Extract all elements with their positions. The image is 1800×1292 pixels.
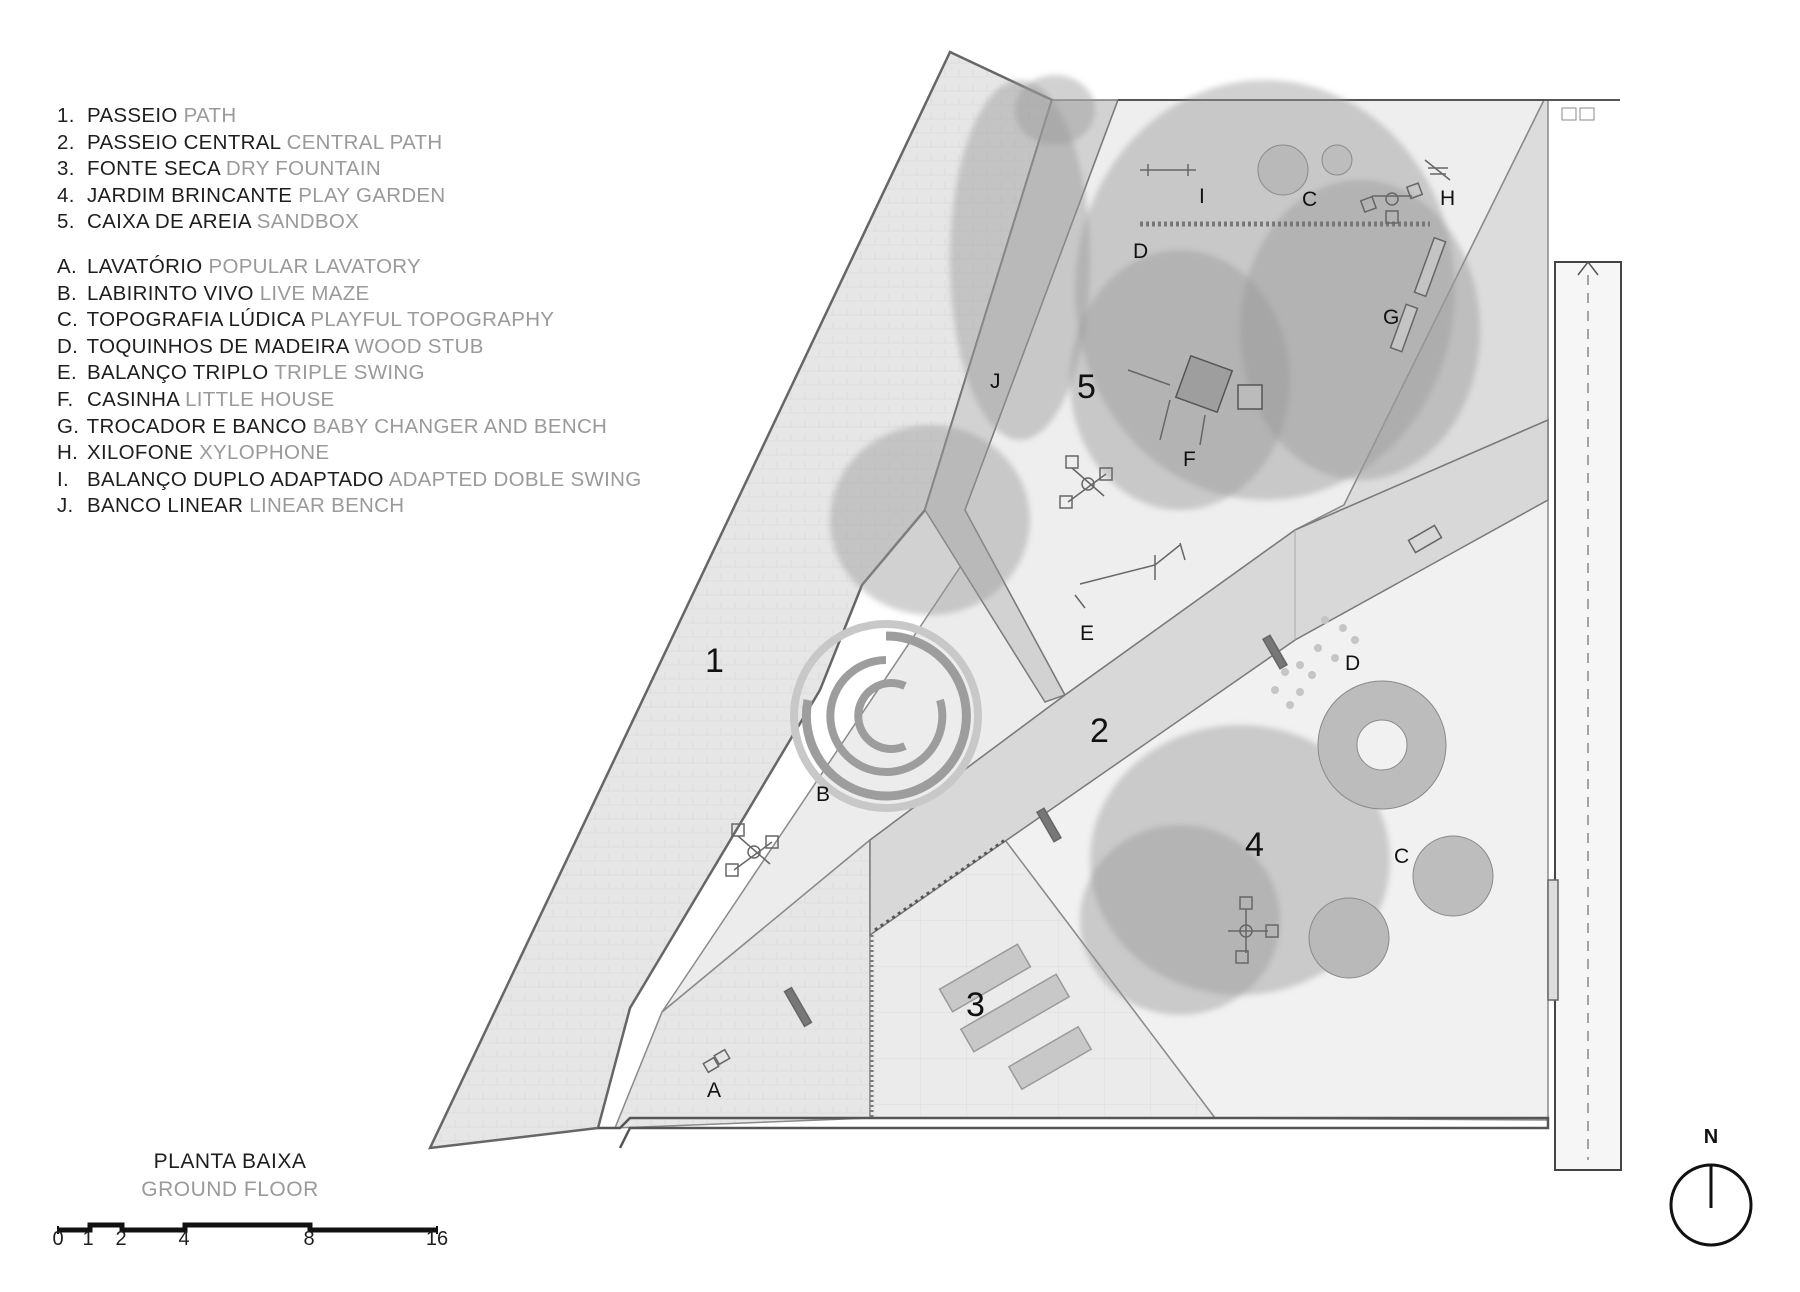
- label-d-right: D: [1345, 652, 1360, 675]
- legend-spacer: [57, 236, 641, 254]
- north-arrow: [1669, 1163, 1753, 1247]
- playful-topography: [1257, 144, 1494, 979]
- label-zone-3: 3: [966, 986, 985, 1024]
- plan-labels: 1 2 3 4 5 A B C C D D E F G H I J: [705, 185, 1455, 1102]
- scale-bar: [57, 1222, 438, 1234]
- scale-label-2: 2: [115, 1228, 127, 1250]
- label-j: J: [990, 370, 1001, 393]
- legend-element-i: I. BALANÇO DUPLO ADAPTADO ADAPTED DOBLE …: [57, 467, 642, 491]
- live-maze: [790, 620, 982, 812]
- right-street: [1118, 99, 1622, 1171]
- legend: 1. PASSEIO PATH 2. PASSEIO CENTRAL CENTR…: [57, 103, 641, 520]
- scale-label-4: 4: [178, 1228, 190, 1250]
- legend-zone-4: 4. JARDIM BRINCANTE PLAY GARDEN: [57, 183, 446, 207]
- label-zone-2: 2: [1090, 712, 1109, 750]
- legend-zone-1: 1. PASSEIO PATH: [57, 104, 237, 127]
- scale-label-8: 8: [303, 1228, 315, 1250]
- legend-element-h: H. XILOFONE XYLOPHONE: [57, 441, 330, 465]
- legend-element-f: F. CASINHA LITTLE HOUSE: [57, 387, 335, 411]
- plan-title: PLANTA BAIXA GROUND FLOOR: [80, 1148, 380, 1204]
- label-a: A: [707, 1079, 721, 1102]
- label-zone-1: 1: [705, 642, 724, 680]
- label-c-right: C: [1394, 845, 1409, 868]
- tree-canopies: [830, 75, 1480, 1015]
- scale-label-0: 0: [52, 1228, 64, 1250]
- legend-element-b: B. LABIRINTO VIVO LIVE MAZE: [57, 281, 370, 305]
- legend-zone-2: 2. PASSEIO CENTRAL CENTRAL PATH: [57, 130, 443, 154]
- legend-element-d: D. TOQUINHOS DE MADEIRA WOOD STUB: [57, 334, 484, 358]
- legend-element-e: E. BALANÇO TRIPLO TRIPLE SWING: [57, 361, 425, 385]
- title-en: GROUND FLOOR: [141, 1178, 319, 1201]
- label-zone-5: 5: [1077, 368, 1096, 406]
- label-i: I: [1199, 185, 1205, 208]
- wood-stubs: [1140, 221, 1430, 709]
- label-h: H: [1440, 187, 1455, 210]
- legend-element-g: G. TROCADOR E BANCO BABY CHANGER AND BEN…: [57, 414, 608, 438]
- label-f: F: [1183, 448, 1196, 471]
- label-b: B: [816, 783, 830, 806]
- legend-zone-5: 5. CAIXA DE AREIA SANDBOX: [57, 210, 360, 234]
- furniture: [702, 159, 1559, 1091]
- north-label: N: [1703, 1126, 1719, 1148]
- legend-element-a: A. LAVATÓRIO POPULAR LAVATORY: [57, 254, 422, 278]
- scale-label-16: 16: [425, 1228, 449, 1250]
- label-g: G: [1383, 306, 1399, 329]
- legend-zone-3: 3. FONTE SECA DRY FOUNTAIN: [57, 157, 381, 181]
- legend-element-j: J. BANCO LINEAR LINEAR BENCH: [57, 494, 405, 518]
- legend-element-c: C. TOPOGRAFIA LÚDICA PLAYFUL TOPOGRAPHY: [57, 308, 555, 332]
- title-pt: PLANTA BAIXA: [153, 1150, 307, 1173]
- label-d-top: D: [1133, 240, 1148, 263]
- scale-label-1: 1: [82, 1228, 94, 1250]
- label-c-top: C: [1302, 188, 1317, 211]
- central-path-zone: [869, 418, 1549, 937]
- bottom-wall: [598, 1116, 1550, 1149]
- label-zone-4: 4: [1245, 826, 1264, 864]
- label-e: E: [1080, 622, 1094, 645]
- spinner-seats: [725, 182, 1424, 964]
